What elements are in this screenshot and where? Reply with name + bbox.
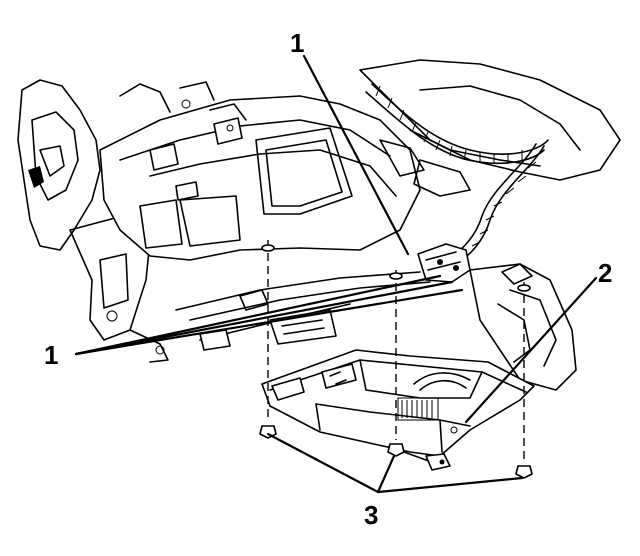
vehicle-structure bbox=[17, 59, 621, 391]
leader-lines bbox=[74, 54, 598, 494]
callout-2: 2 bbox=[598, 258, 612, 288]
callout-1-top: 1 bbox=[290, 28, 304, 58]
callout-3: 3 bbox=[364, 500, 378, 530]
control-module bbox=[261, 349, 535, 471]
bolts bbox=[259, 240, 533, 479]
callout-1-left: 1 bbox=[44, 340, 58, 370]
